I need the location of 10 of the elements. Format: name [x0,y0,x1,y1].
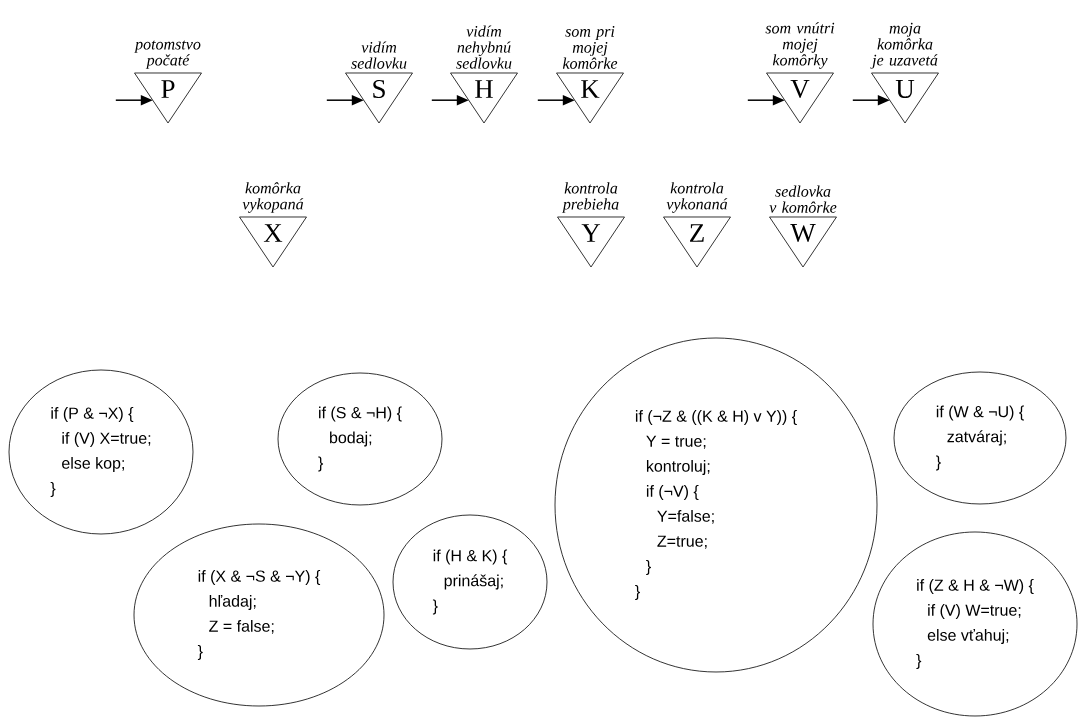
state-label: moja komôrka je uzavetá [870,22,938,69]
state-label: komôrka vykopaná [242,182,304,213]
state-label: potomstvo počaté [134,40,201,69]
state-label: kontrola prebieha [561,182,619,213]
state-label: vidím sedlovku [351,41,407,69]
state-label: kontrola vykonaná [666,182,728,213]
state-label: som pri mojej komôrke [562,26,618,69]
state-label: sedlovka v komôrke [769,185,837,213]
state-label: vidím nehybnú sedlovku [456,25,512,69]
state-label: som vnútri mojej komôrky [765,22,835,69]
